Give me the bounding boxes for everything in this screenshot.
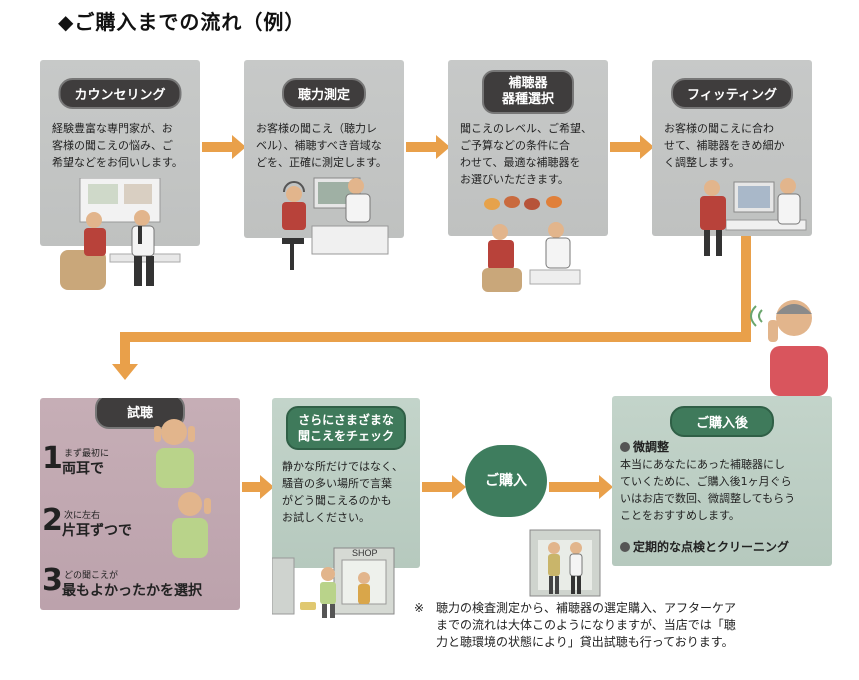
text-after: 本当にあなたにあった補聴器にし ていくために、ご購入後1ヶ月ぐら いはお店で数回… — [620, 458, 796, 522]
trial-step-2-small: 次に左右 — [64, 511, 101, 521]
trial-step-3-number: 3 — [42, 563, 63, 598]
hearing-test-illustration — [282, 177, 389, 270]
page-title: ◆ご購入までの流れ（例） — [58, 10, 306, 34]
card-check: さらにさまざまな 聞こえをチェック 静かな所だけではなく、 騒音の多い場所で言葉… — [272, 398, 420, 568]
arrow-check-purchase — [422, 475, 466, 499]
trial-step-2-big: 片耳ずつで — [62, 523, 132, 539]
text-counseling: 経験豊富な専門家が、お 客様の聞こえの悩み、ご 希望などをお伺いします。 — [52, 122, 183, 169]
bullet-icon — [620, 542, 630, 552]
card-counseling: カウンセリング 経験豊富な専門家が、お 客様の聞こえの悩み、ご 希望などをお伺い… — [40, 60, 200, 246]
connector-horizontal — [120, 332, 751, 342]
bullet-icon — [620, 442, 630, 452]
check-street-illustration: SHOP — [272, 547, 395, 618]
footnote-text: 聴力の検査測定から、補聴器の選定購入、アフターケア までの流れは大体このようにな… — [436, 601, 737, 649]
label-check: さらにさまざまな 聞こえをチェック — [285, 406, 407, 450]
after-sub1: 微調整 — [620, 438, 669, 455]
text-fitting: お客様の聞こえに合わ せて、補聴器をきめ細か く調整します。 — [664, 122, 785, 169]
trial-step-1-big: 両耳で — [62, 461, 104, 477]
trial-step-3-small: どの聞こえが — [64, 571, 119, 581]
trial-man-2-illustration — [172, 492, 211, 558]
text-hearing-test: お客様の聞こえ（聴力レ ベル）、補聴すべき音域な どを、正確に測定します。 — [256, 122, 387, 169]
arrow-2-3 — [406, 135, 450, 159]
arrow-3-4 — [610, 135, 654, 159]
label-hearing-test: 聴力測定 — [281, 78, 367, 109]
card-after: ご購入後 微調整 本当にあなたにあった補聴器にし ていくために、ご購入後1ヶ月ぐ… — [612, 396, 832, 566]
arrow-down-to-trial — [112, 364, 138, 380]
arrow-1-2 — [202, 135, 246, 159]
connector-vertical-left — [120, 332, 130, 366]
card-fitting: フィッティング お客様の聞こえに合わ せて、補聴器をきめ細か く調整します。 — [652, 60, 812, 236]
label-check-line2: 聞こえをチェック — [297, 429, 395, 443]
footnote-mark: ※ — [414, 601, 425, 615]
label-check-line1: さらにさまざまな — [298, 413, 394, 427]
trial-man-1-illustration — [154, 419, 195, 488]
label-fitting: フィッティング — [671, 78, 793, 109]
label-after: ご購入後 — [669, 406, 775, 437]
text-model-select: 聞こえのレベル、ご希望、 ご予算などの条件に合 わせて、最適な補聴器を お選びい… — [460, 122, 592, 186]
model-select-illustration — [482, 196, 581, 292]
arrow-purchase-after — [549, 475, 613, 499]
arrow-trial-check — [242, 475, 274, 499]
after-sub2-text: 定期的な点検とクリーニング — [633, 540, 790, 554]
listening-man-illustration — [750, 300, 828, 396]
after-sub1-text: 微調整 — [633, 440, 670, 454]
fitting-illustration — [700, 178, 807, 256]
text-check: 静かな所だけではなく、 騒音の多い場所で言葉 がどう聞こえるのかも お試しくださ… — [282, 460, 403, 524]
trial-step-1-number: 1 — [42, 441, 63, 476]
label-model-select-line2: 器種選択 — [501, 92, 555, 107]
connector-vertical-right — [741, 236, 751, 340]
label-model-select: 補聴器 器種選択 — [481, 70, 575, 114]
purchase-node: ご購入 — [465, 445, 547, 517]
label-counseling: カウンセリング — [58, 78, 182, 109]
shop-sign-text: SHOP — [352, 548, 378, 558]
after-sub2: 定期的な点検とクリーニング — [620, 538, 789, 555]
purchase-shop-illustration — [529, 529, 601, 597]
trial-step-3-big: 最もよかったかを選択 — [62, 583, 202, 599]
trial-step-2-number: 2 — [42, 503, 63, 538]
trial-step-1-small: まず最初に — [64, 449, 110, 459]
counseling-illustration — [60, 178, 181, 290]
label-model-select-line1: 補聴器 — [508, 76, 548, 91]
